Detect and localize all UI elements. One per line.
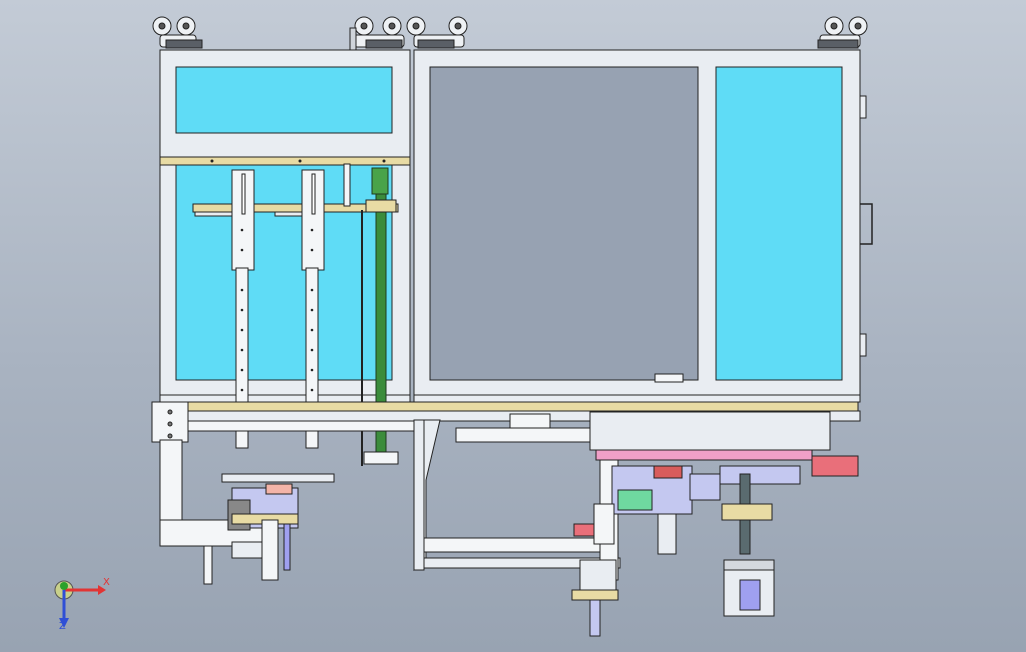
left-upper-glass-panel bbox=[175, 66, 393, 134]
right-center-opening bbox=[429, 66, 699, 381]
left-gripper-module[interactable] bbox=[221, 473, 335, 581]
x-axis-label: X bbox=[103, 577, 110, 588]
plate-holes bbox=[240, 228, 314, 392]
right-cabinet[interactable] bbox=[413, 49, 861, 403]
z-axis-label: Z bbox=[59, 621, 66, 632]
upper-rail bbox=[159, 156, 411, 166]
caster-wheel-right bbox=[817, 16, 868, 49]
left-cabinet[interactable] bbox=[159, 49, 411, 403]
caster-wheel-left bbox=[152, 16, 203, 49]
mid-bracket bbox=[192, 203, 399, 217]
right-cylinder-assembly[interactable] bbox=[721, 473, 775, 617]
y-axis-dot bbox=[60, 582, 68, 590]
left-lower-glass-panel bbox=[175, 163, 393, 381]
small-guide-rod bbox=[343, 163, 351, 207]
lead-screw-assembly[interactable] bbox=[361, 167, 399, 466]
right-glass-panel bbox=[715, 66, 843, 381]
upper-center-cylinder bbox=[455, 413, 607, 443]
door-handle-group[interactable] bbox=[859, 95, 873, 357]
horizontal-conveyor[interactable] bbox=[413, 419, 621, 571]
coordinate-triad[interactable] bbox=[54, 580, 106, 628]
caster-wheel-mid-2 bbox=[406, 16, 468, 49]
left-support-stand[interactable] bbox=[151, 401, 269, 585]
rail-screw-holes bbox=[210, 159, 386, 163]
caster-wheel-mid-1 bbox=[353, 16, 405, 49]
caster-wheel-group bbox=[152, 16, 868, 51]
right-lift-housing[interactable] bbox=[589, 411, 859, 581]
bottom-actuator[interactable] bbox=[571, 503, 619, 637]
